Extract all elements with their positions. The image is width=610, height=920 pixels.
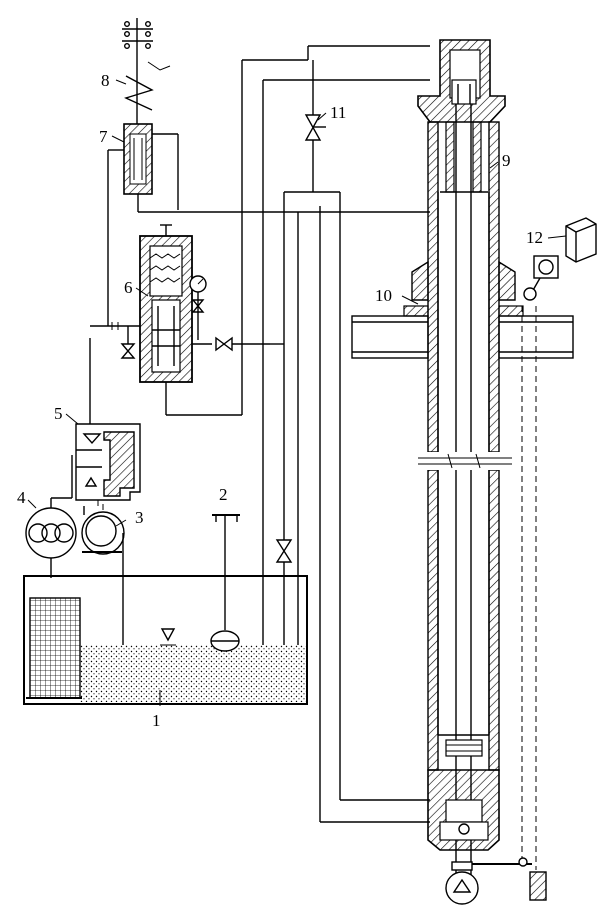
- label-1: 1: [152, 711, 161, 730]
- label-12: 12: [526, 228, 543, 247]
- return-valve-icon: [275, 539, 293, 563]
- valve-11-icon: [304, 114, 326, 141]
- support-beam: [351, 305, 574, 359]
- label-4: 4: [17, 488, 26, 507]
- main-column: [411, 39, 532, 905]
- limit-switch: [521, 217, 597, 901]
- directional-valve-block: [75, 338, 141, 510]
- oil-level-fill: [80, 645, 306, 702]
- leader-lines: [27, 79, 567, 706]
- liquid-level-icon: [160, 628, 176, 642]
- label-11: 11: [330, 103, 346, 122]
- throttle-valve-icon: [215, 336, 270, 352]
- label-9: 9: [502, 151, 511, 170]
- piping: [262, 45, 430, 823]
- label-10: 10: [375, 286, 392, 305]
- label-3: 3: [135, 508, 144, 527]
- label-5: 5: [54, 404, 63, 423]
- pressure-gauge-icon: [189, 275, 207, 340]
- label-7: 7: [99, 127, 108, 146]
- electric-switch-group: [122, 18, 171, 124]
- bypass-valve-icon: [90, 322, 140, 359]
- label-2: 2: [219, 485, 228, 504]
- pressure-cylinder: [139, 59, 308, 416]
- label-8: 8: [101, 71, 110, 90]
- electric-motor: [25, 455, 77, 578]
- float-level-switch: [210, 514, 240, 652]
- oil-tank: [23, 575, 308, 705]
- oil-filter-block: [29, 597, 81, 699]
- hydraulic-pump: [81, 504, 125, 645]
- label-6: 6: [124, 278, 133, 297]
